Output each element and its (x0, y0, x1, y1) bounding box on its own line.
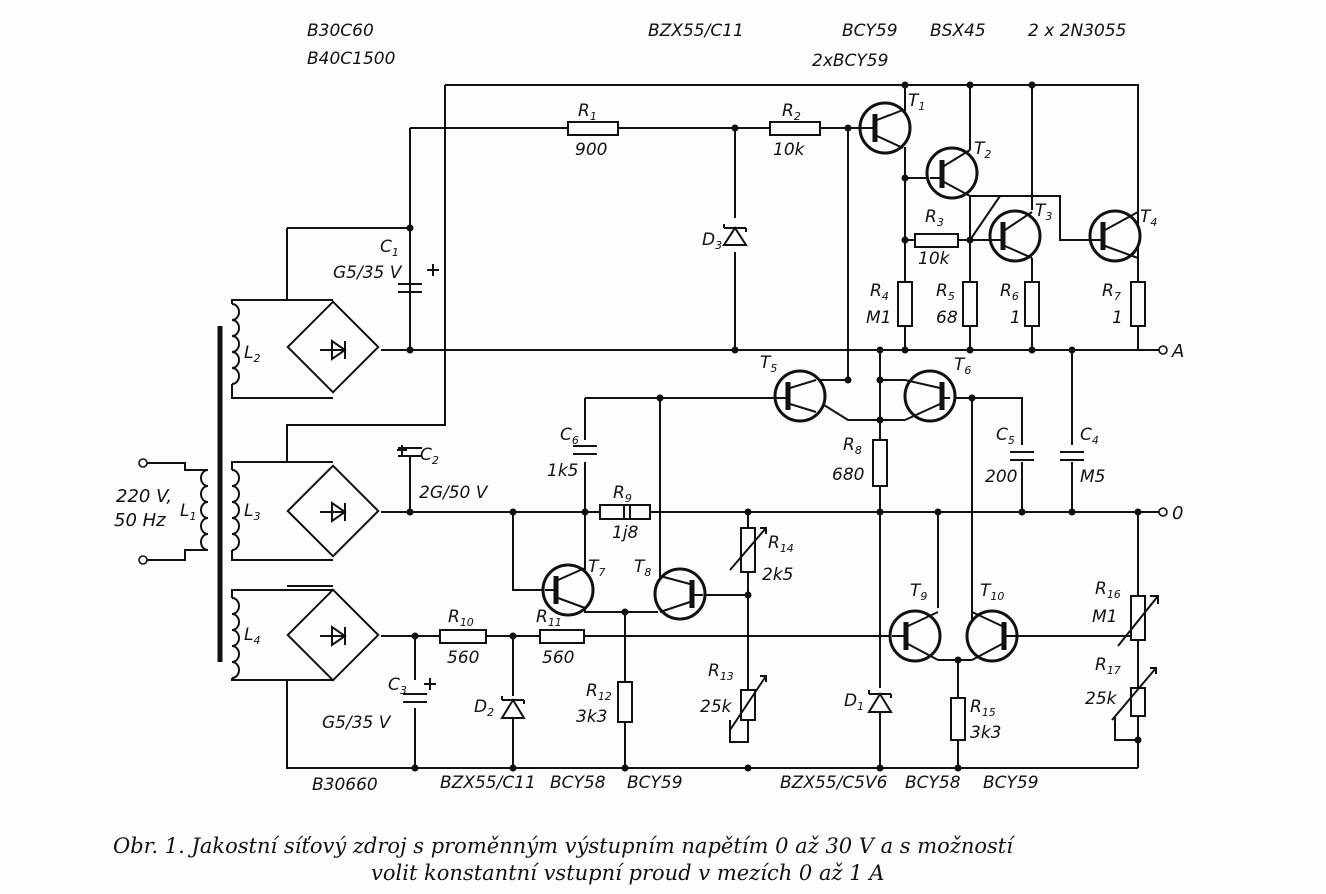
r17-value: 25k (1085, 689, 1118, 709)
t8-label: T8 (634, 557, 651, 579)
c3-value: G5/35 V (322, 713, 392, 733)
t10-type-label: BCY59 (983, 773, 1039, 793)
component-labels: R1 900 R2 10k R3 10k R4 M1 R5 68 R6 1 R7… (180, 91, 1157, 743)
r6-label: R6 (1000, 281, 1019, 303)
caption-line-1: Obr. 1. Jakostní síťový zdroj s proměnný… (113, 834, 1015, 858)
t8-type-label: BCY59 (627, 773, 683, 793)
r15-label: R15 (970, 697, 996, 719)
r14-label: R14 (768, 533, 794, 555)
r13-value: 25k (700, 697, 733, 717)
c5-label: C5 (996, 425, 1015, 447)
r2-label: R2 (782, 101, 801, 123)
r16-value: M1 (1092, 607, 1117, 627)
t3t4-type-label: 2 x 2N3055 (1028, 21, 1126, 41)
r5-value: 68 (936, 308, 958, 328)
r10-value: 560 (447, 648, 479, 668)
r11-label: R11 (536, 607, 562, 629)
t1-label: T1 (908, 91, 925, 113)
d2-type-label: BZX55/C11 (440, 773, 536, 793)
r4-label: R4 (870, 281, 889, 303)
t9-type-label: BCY58 (905, 773, 961, 793)
d1-label: D1 (844, 691, 864, 713)
t9-label: T9 (910, 581, 927, 603)
t2-type-label: BSX45 (930, 21, 986, 41)
r13-label: R13 (708, 661, 734, 683)
r8-label: R8 (843, 435, 862, 457)
output-zero-label: 0 (1172, 503, 1183, 524)
polarity-marks (397, 264, 439, 690)
resistors (439, 121, 1159, 741)
mains-frequency: 50 Hz (114, 510, 166, 531)
t5t6-type-label: 2xBCY59 (812, 51, 888, 71)
t5-label: T5 (760, 353, 777, 375)
c4-value: M5 (1080, 467, 1105, 487)
io-labels: 220 V, 50 Hz A 0 (114, 341, 1184, 531)
mains-voltage: 220 V, (116, 486, 172, 507)
t7-type-label: BCY58 (550, 773, 606, 793)
c6-value: 1k5 (547, 461, 578, 481)
c6-label: C6 (560, 425, 579, 447)
l4-label: L4 (244, 625, 260, 647)
r15-value: 3k3 (970, 723, 1001, 743)
r3-value: 10k (918, 249, 951, 269)
capacitors (398, 283, 1084, 703)
d2-label: D2 (474, 697, 494, 719)
transistors (541, 101, 1142, 663)
c4-label: C4 (1080, 425, 1099, 447)
transformer (145, 299, 240, 681)
terminals (138, 345, 1168, 565)
r12-label: R12 (586, 681, 612, 703)
r3-label: R3 (925, 207, 944, 229)
rect-type-label-1: B30C60 (307, 21, 374, 41)
t7-label: T7 (588, 557, 605, 579)
r7-label: R7 (1102, 281, 1121, 303)
r7-value: 1 (1112, 308, 1123, 328)
d1-type-label: BZX55/C5V6 (780, 773, 888, 793)
r9-value: 1j8 (612, 523, 639, 543)
r6-value: 1 (1010, 308, 1021, 328)
r10-label: R10 (448, 607, 474, 629)
t1-type-label: BCY59 (842, 21, 898, 41)
r1-value: 900 (575, 140, 607, 160)
r5-label: R5 (936, 281, 955, 303)
r17-label: R17 (1095, 655, 1121, 677)
r4-value: M1 (866, 308, 891, 328)
t2-label: T2 (974, 139, 991, 161)
r9-label: R9 (613, 483, 632, 505)
junction-dots (406, 81, 1142, 772)
rect-type-label-2: B40C1500 (307, 49, 395, 69)
t4-label: T4 (1140, 207, 1157, 229)
c2-label: C2 (420, 445, 439, 467)
bridge-rectifiers (286, 300, 380, 682)
zener-type-label-top: BZX55/C11 (648, 21, 744, 41)
c3-label: C3 (388, 675, 407, 697)
r8-value: 680 (832, 465, 864, 485)
r2-value: 10k (773, 140, 806, 160)
c1-label: C1 (380, 237, 399, 259)
figure-caption: Obr. 1. Jakostní síťový zdroj s proměnný… (113, 834, 1015, 885)
r1-label: R1 (578, 101, 597, 123)
c1-value: G5/35 V (333, 263, 403, 283)
t10-label: T10 (980, 581, 1004, 603)
l3-label: L3 (244, 501, 260, 523)
part-type-labels: B30C60 B40C1500 BZX55/C11 BCY59 BSX45 2 … (307, 21, 1126, 795)
r12-value: 3k3 (576, 707, 607, 727)
wires (240, 84, 1160, 769)
output-a-label: A (1171, 341, 1184, 362)
l1-label: L1 (180, 501, 196, 523)
c5-value: 200 (985, 467, 1017, 487)
d3-label: D3 (702, 230, 722, 252)
c2-value: 2G/50 V (419, 483, 489, 503)
zener-diodes (500, 224, 893, 719)
l2-label: L2 (244, 343, 260, 365)
r16-label: R16 (1095, 579, 1121, 601)
rect-type-label-bottom: B30660 (312, 775, 378, 795)
t3-label: T3 (1035, 201, 1052, 223)
r11-value: 560 (542, 648, 574, 668)
caption-line-2: volit konstantní vstupní proud v mezích … (371, 861, 884, 885)
t6-label: T6 (954, 355, 971, 377)
r14-value: 2k5 (762, 565, 793, 585)
